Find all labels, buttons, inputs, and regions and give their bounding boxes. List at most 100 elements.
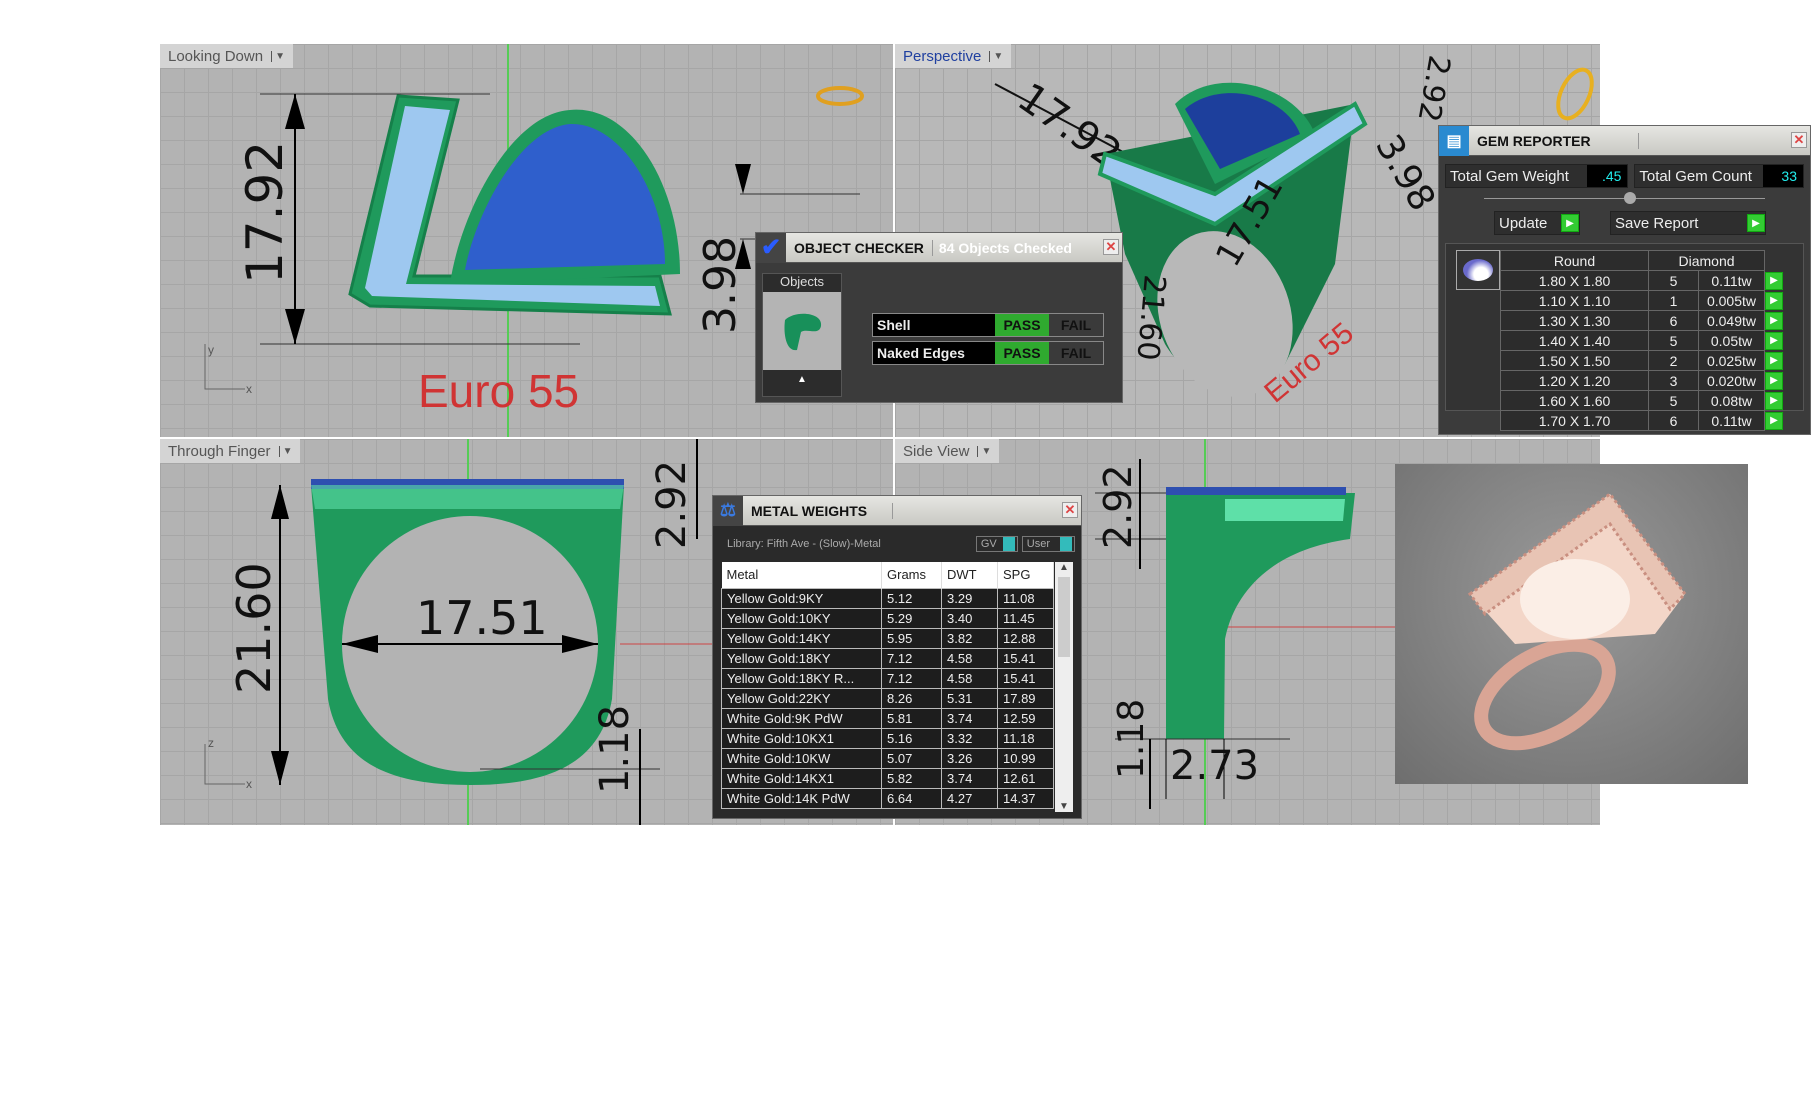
select-gems-button[interactable]: ▶: [1765, 411, 1783, 430]
fail-indicator: FAIL: [1049, 314, 1103, 336]
object-thumbnail[interactable]: [763, 292, 841, 370]
gv-toggle[interactable]: GV: [975, 536, 1018, 552]
chevron-down-icon: ▼: [278, 445, 292, 457]
gem-count: 5: [1648, 270, 1699, 291]
metal-cell: Yellow Gold:9KY: [721, 587, 882, 609]
gem-count: 5: [1648, 390, 1699, 411]
viewport-menu[interactable]: Side View ▼: [895, 439, 1000, 463]
viewport-menu[interactable]: Looking Down▼: [160, 44, 293, 68]
fail-indicator: FAIL: [1049, 342, 1103, 364]
button-label: Save Report: [1615, 214, 1699, 232]
metal-cell: White Gold:10KX1: [721, 727, 882, 749]
check-name: Naked Edges: [877, 345, 965, 361]
metal-cell: 17.89: [997, 687, 1054, 709]
gem-size: 1.70 X 1.70: [1500, 410, 1649, 431]
metal-cell: 11.45: [997, 607, 1054, 629]
viewport-menu[interactable]: Through Finger ▼: [160, 439, 301, 463]
gem-reporter-panel: ▤ GEM REPORTER ✕ Total Gem Weight.45 Tot…: [1438, 125, 1811, 435]
close-icon[interactable]: ✕: [1103, 239, 1119, 255]
play-icon: ▶: [1747, 214, 1765, 232]
save-report-button[interactable]: Save Report ▶: [1610, 211, 1766, 235]
close-icon[interactable]: ✕: [1062, 502, 1078, 518]
gem-size: 1.60 X 1.60: [1500, 390, 1649, 411]
library-label: Library: Fifth Ave - (Slow)-Metal: [727, 538, 881, 550]
gem-weight: 0.005tw: [1698, 290, 1765, 311]
gem-size: 1.20 X 1.20: [1500, 370, 1649, 391]
metal-cell: 5.31: [941, 687, 998, 709]
metal-cell: 5.29: [881, 607, 942, 629]
metal-cell: 3.29: [941, 587, 998, 609]
metal-cell: 5.95: [881, 627, 942, 649]
dimension-label: 3.98: [1367, 128, 1443, 218]
scrollbar[interactable]: ▲ ▼: [1055, 562, 1073, 812]
select-gems-button[interactable]: ▶: [1765, 331, 1783, 350]
metal-cell: White Gold:14KX1: [721, 767, 882, 789]
select-gems-button[interactable]: ▶: [1765, 351, 1783, 370]
chevron-down-icon: ▼: [977, 445, 991, 457]
gem-count: 6: [1648, 410, 1699, 431]
select-gems-button[interactable]: ▶: [1765, 371, 1783, 390]
close-icon[interactable]: ✕: [1791, 132, 1807, 148]
gem-weight: 0.05tw: [1698, 330, 1765, 351]
total-gem-count-label: Total Gem Count: [1639, 167, 1752, 185]
metal-cell: Yellow Gold:22KY: [721, 687, 882, 709]
gem-report-icon: ▤: [1439, 125, 1469, 156]
metal-cell: 4.58: [941, 667, 998, 689]
pass-indicator: PASS: [995, 342, 1049, 364]
viewport-title: Through Finger: [168, 442, 271, 460]
metal-cell: Yellow Gold:14KY: [721, 627, 882, 649]
column-header[interactable]: Metal: [721, 562, 882, 588]
metal-cell: 10.99: [997, 747, 1054, 769]
dimension-label: 21.60: [227, 562, 281, 694]
ring-orientation-icon: [1556, 67, 1594, 121]
metal-cell: 14.37: [997, 787, 1054, 809]
user-toggle[interactable]: User: [1021, 536, 1075, 552]
viewport-title: Looking Down: [168, 47, 264, 65]
column-header[interactable]: Grams: [881, 562, 942, 588]
top-view-drawing: 17.92 3.98 Euro 55 y x: [204, 44, 864, 437]
viewport-title: Side View: [903, 442, 970, 460]
collapse-handle[interactable]: [1484, 191, 1765, 205]
update-button[interactable]: Update▶: [1494, 211, 1580, 235]
gem-size: 1.40 X 1.40: [1500, 330, 1649, 351]
metal-cell: 3.82: [941, 627, 998, 649]
axis-label: y: [208, 343, 214, 357]
select-gems-button[interactable]: ▶: [1765, 271, 1783, 290]
gem-count: 1: [1648, 290, 1699, 311]
engraving-text: Euro 55: [418, 365, 579, 417]
objects-checked-status: 84 Objects Checked: [931, 239, 1096, 256]
scroll-up-button[interactable]: ▲: [797, 374, 807, 385]
metal-cell: 15.41: [997, 667, 1054, 689]
column-header[interactable]: DWT: [941, 562, 998, 588]
metal-cell: 5.82: [881, 767, 942, 789]
viewport-menu[interactable]: Perspective▼: [895, 44, 1012, 68]
metal-cell: 5.12: [881, 587, 942, 609]
metal-cell: 5.07: [881, 747, 942, 769]
select-gems-button[interactable]: ▶: [1765, 291, 1783, 310]
gem-size: 1.50 X 1.50: [1500, 350, 1649, 371]
select-gems-button[interactable]: ▶: [1765, 391, 1783, 410]
metal-cell: 7.12: [881, 667, 942, 689]
metal-cell: Yellow Gold:18KY: [721, 647, 882, 669]
column-header[interactable]: SPG: [997, 562, 1054, 588]
perspective-drawing: 17.92 3.98 17.51 2.92 21.60 Euro 55: [994, 53, 1594, 409]
select-gems-button[interactable]: ▶: [1765, 311, 1783, 330]
metal-cell: 12.88: [997, 627, 1054, 649]
metal-cell: 8.26: [881, 687, 942, 709]
